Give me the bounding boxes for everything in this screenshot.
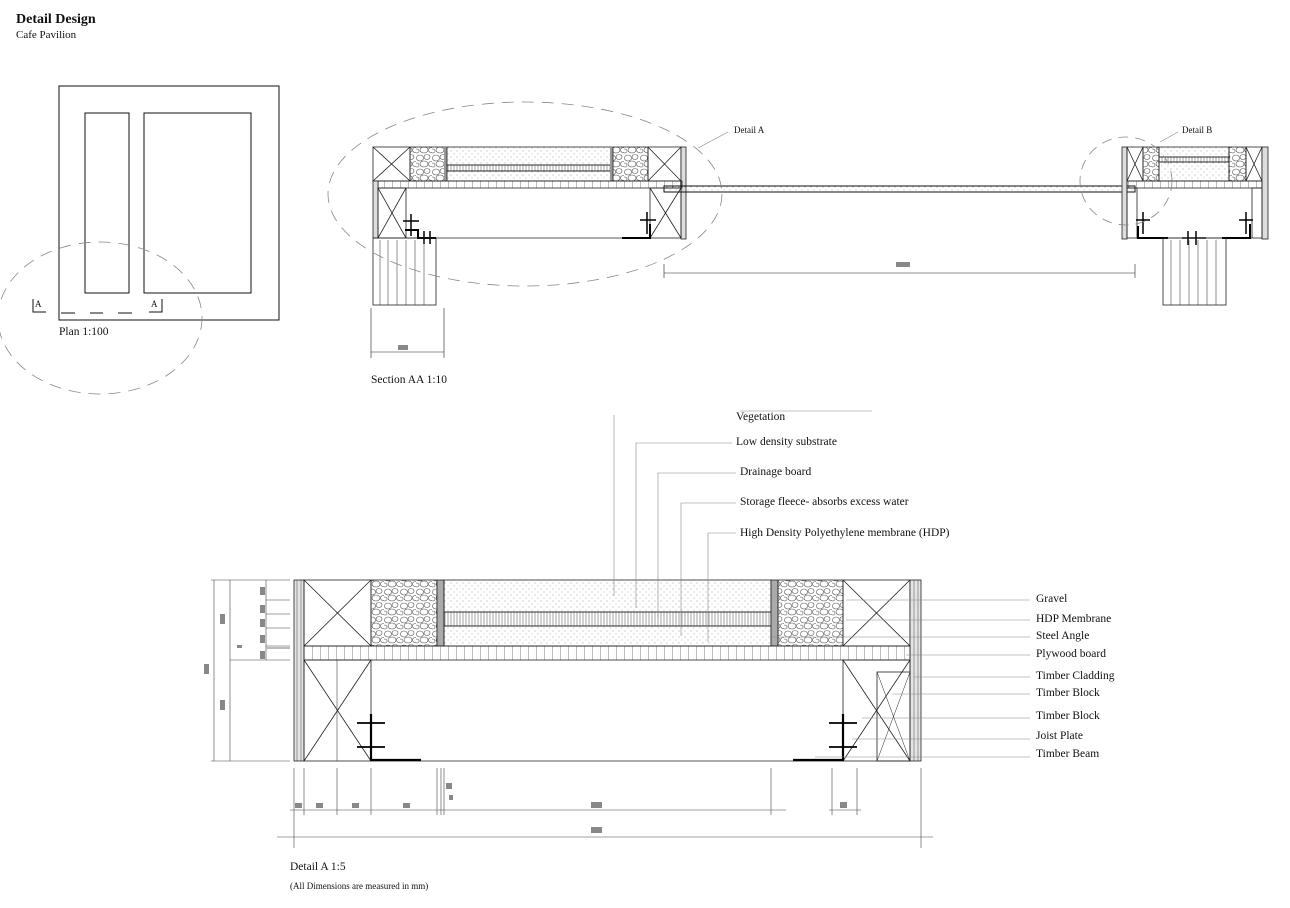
label-gravel: Gravel — [1036, 593, 1068, 605]
detail-drawing — [204, 410, 1030, 848]
dimensions-note: (All Dimensions are measured in mm) — [290, 881, 429, 891]
page-subtitle: Cafe Pavilion — [16, 29, 77, 41]
label-hdp-membrane: HDP Membrane — [1036, 613, 1112, 625]
label-drainage-board: Drainage board — [740, 466, 812, 478]
page-title: Detail Design — [16, 12, 96, 27]
label-timber-block-1: Timber Block — [1036, 687, 1100, 699]
label-timber-beam: Timber Beam — [1036, 748, 1100, 760]
label-timber-block-2: Timber Block — [1036, 710, 1100, 722]
section-drawing — [327, 101, 1269, 358]
detail-caption: Detail A 1:5 — [290, 861, 346, 873]
plan-drawing — [0, 85, 280, 395]
label-vegetation: Vegetation — [736, 411, 786, 423]
label-low-density-substrate: Low density substrate — [736, 436, 837, 448]
detail-a-callout: Detail A — [734, 125, 765, 135]
label-storage-fleece: Storage fleece- absorbs excess water — [740, 496, 909, 508]
label-steel-angle: Steel Angle — [1036, 630, 1090, 642]
plan-section-marker-right: A — [151, 299, 158, 309]
label-timber-cladding: Timber Cladding — [1036, 670, 1115, 682]
section-caption: Section AA 1:10 — [371, 374, 448, 386]
label-joist-plate: Joist Plate — [1036, 730, 1083, 742]
plan-caption: Plan 1:100 — [59, 326, 109, 338]
label-plywood-board: Plywood board — [1036, 648, 1106, 660]
plan-section-marker-left: A — [35, 299, 42, 309]
detail-b-callout: Detail B — [1182, 125, 1213, 135]
label-hdp-membrane-full: High Density Polyethylene membrane (HDP) — [740, 527, 950, 539]
